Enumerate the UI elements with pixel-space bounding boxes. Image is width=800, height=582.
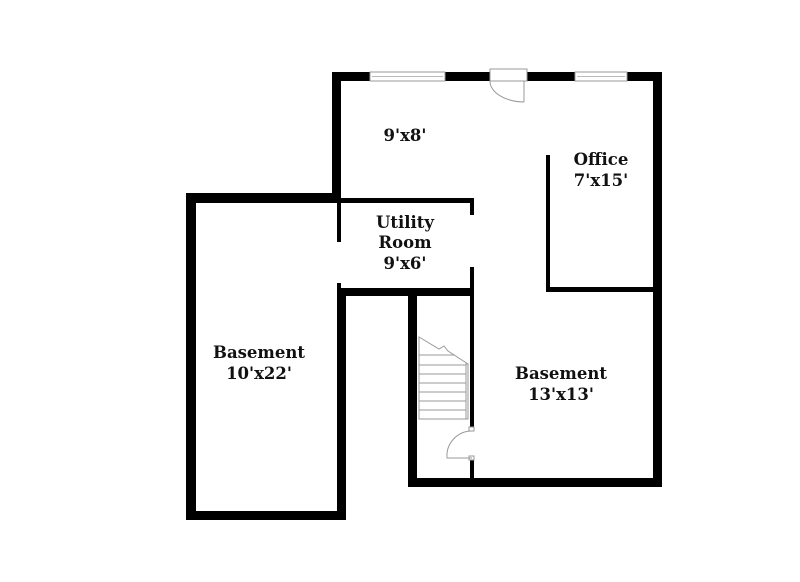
wall-basement-bottom bbox=[186, 511, 346, 520]
wall-top-mid2 bbox=[527, 72, 575, 81]
wall-right bbox=[653, 72, 662, 487]
wall-utility-top bbox=[341, 198, 473, 203]
door-icon[interactable] bbox=[446, 426, 475, 461]
wall-office-bottom bbox=[546, 287, 656, 292]
window-icon bbox=[574, 71, 628, 82]
wall-basement-top bbox=[186, 193, 341, 203]
room-dimensions-office: 7'x15' bbox=[574, 171, 628, 190]
room-name-utility-line1: Utility bbox=[376, 213, 434, 232]
room-dimensions-basement-right: 13'x13' bbox=[528, 385, 594, 404]
wall-basement-right bbox=[337, 288, 346, 520]
stairs-icon bbox=[418, 336, 469, 420]
room-dimensions-utility: 9'x6' bbox=[384, 254, 427, 273]
room-dimensions-basement-left: 10'x22' bbox=[226, 364, 292, 383]
wall-bottom-right bbox=[408, 478, 662, 487]
room-name-basement-left: Basement bbox=[213, 343, 305, 362]
window-icon bbox=[369, 71, 446, 82]
room-name-basement-right: Basement bbox=[515, 364, 607, 383]
wall-basement-left bbox=[186, 193, 196, 520]
wall-utility-left-upper bbox=[337, 198, 341, 242]
wall-utility-bottom bbox=[337, 288, 473, 296]
room-dimensions-9x8: 9'x8' bbox=[384, 126, 427, 145]
room-name-office: Office bbox=[574, 150, 629, 169]
wall-office-left bbox=[546, 155, 550, 292]
wall-utility-right-lower bbox=[470, 267, 474, 427]
wall-top-mid bbox=[445, 72, 490, 81]
wall-stair-right-bottom bbox=[470, 460, 474, 480]
wall-stair-left bbox=[408, 288, 417, 487]
wall-utility-right-upper bbox=[470, 198, 474, 215]
wall-top-right bbox=[627, 72, 662, 81]
wall-upper-left bbox=[332, 72, 341, 203]
wall-top-left bbox=[332, 72, 370, 81]
door-icon[interactable] bbox=[489, 68, 528, 103]
room-name-utility-line2: Room bbox=[378, 233, 432, 252]
